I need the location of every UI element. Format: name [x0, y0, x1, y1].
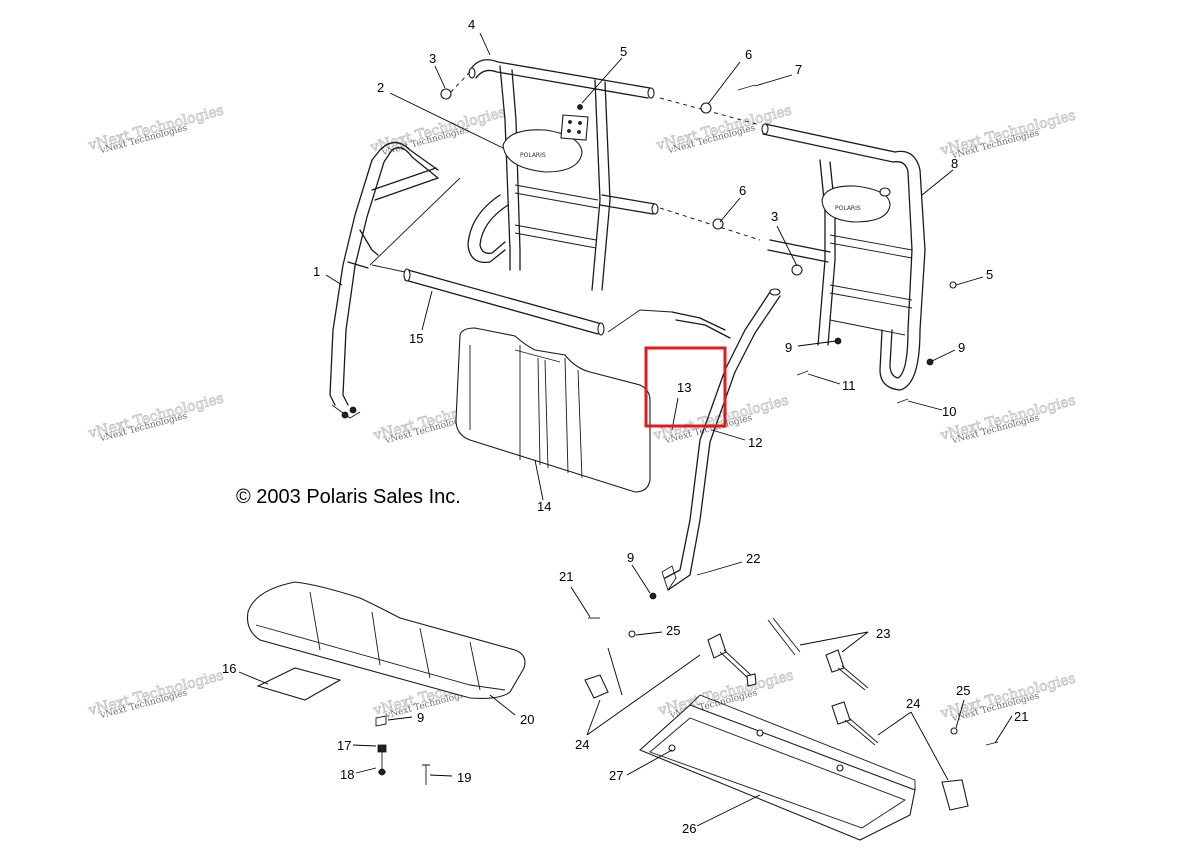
callout-22: 22: [746, 551, 760, 566]
highlight-box[interactable]: [644, 346, 727, 428]
callout-11: 11: [842, 378, 856, 393]
callout-21: 21: [1014, 709, 1028, 724]
watermark: vNext Technologies vNext Technologies: [654, 102, 794, 156]
front-tube-12: [661, 288, 781, 592]
callout-17: 17: [337, 738, 351, 753]
callout-14: 14: [537, 499, 551, 514]
callout-5: 5: [620, 44, 627, 59]
callout-1: 1: [313, 264, 320, 279]
callouts: 4 3 2 5 6 7 8 6 3 5 1 15 9 9 11 10 13 12…: [222, 17, 1028, 836]
callout-3: 3: [429, 51, 436, 66]
fasteners: [440, 84, 999, 746]
backrest-cushion: [455, 327, 651, 493]
watermark: vNext Technologies vNext Technologies: [938, 107, 1078, 161]
callout-20: 20: [520, 712, 534, 727]
right-side-frame: POLARIS: [817, 150, 926, 391]
callout-15: 15: [409, 331, 423, 346]
seat-belts: [584, 617, 969, 811]
left-side-frame: [329, 141, 439, 419]
watermark: vNext Technologies vNext Technologies: [86, 102, 226, 156]
callout-24: 24: [575, 737, 589, 752]
callout-3: 3: [771, 209, 778, 224]
label-16: [256, 667, 342, 701]
callout-19: 19: [457, 770, 471, 785]
tube-15: [369, 177, 673, 336]
callout-13: 13: [677, 380, 691, 395]
watermark: vNext Technologies vNext Technologies: [368, 104, 508, 158]
callout-5: 5: [986, 267, 993, 282]
svg-text:POLARIS: POLARIS: [835, 205, 861, 212]
watermark: vNext Technologies vNext Technologies: [656, 667, 796, 721]
callout-7: 7: [795, 62, 802, 77]
callout-9: 9: [627, 550, 634, 565]
callout-26: 26: [682, 821, 696, 836]
middle-crossbar: [599, 123, 896, 263]
callout-9: 9: [785, 340, 792, 355]
callout-9: 9: [958, 340, 965, 355]
callout-6: 6: [739, 183, 746, 198]
callout-24: 24: [906, 696, 920, 711]
callout-10: 10: [942, 404, 956, 419]
svg-text:POLARIS: POLARIS: [520, 152, 546, 159]
callout-27: 27: [609, 768, 623, 783]
watermark: vNext Technologies vNext Technologies: [86, 667, 226, 721]
callout-8: 8: [951, 156, 958, 171]
callout-6: 6: [745, 47, 752, 62]
callout-25: 25: [956, 683, 970, 698]
callout-25: 25: [666, 623, 680, 638]
hardware-17-18-19: [375, 715, 430, 785]
storage-tray: [638, 694, 916, 841]
rear-frame-left: POLARIS: [467, 59, 655, 291]
callout-23: 23: [876, 626, 890, 641]
callout-18: 18: [340, 767, 354, 782]
callout-16: 16: [222, 661, 236, 676]
callout-12: 12: [748, 435, 762, 450]
copyright-text: © 2003 Polaris Sales Inc.: [236, 486, 461, 508]
watermark: vNext Technologies vNext Technologies: [651, 392, 791, 446]
watermark: vNext Technologies vNext Technologies: [86, 390, 226, 444]
callout-4: 4: [468, 17, 475, 32]
seat-cushion: [246, 581, 526, 699]
callout-9: 9: [417, 710, 424, 725]
callout-21: 21: [559, 569, 573, 584]
callout-2: 2: [377, 80, 384, 95]
watermark: vNext Technologies vNext Technologies: [938, 392, 1078, 446]
